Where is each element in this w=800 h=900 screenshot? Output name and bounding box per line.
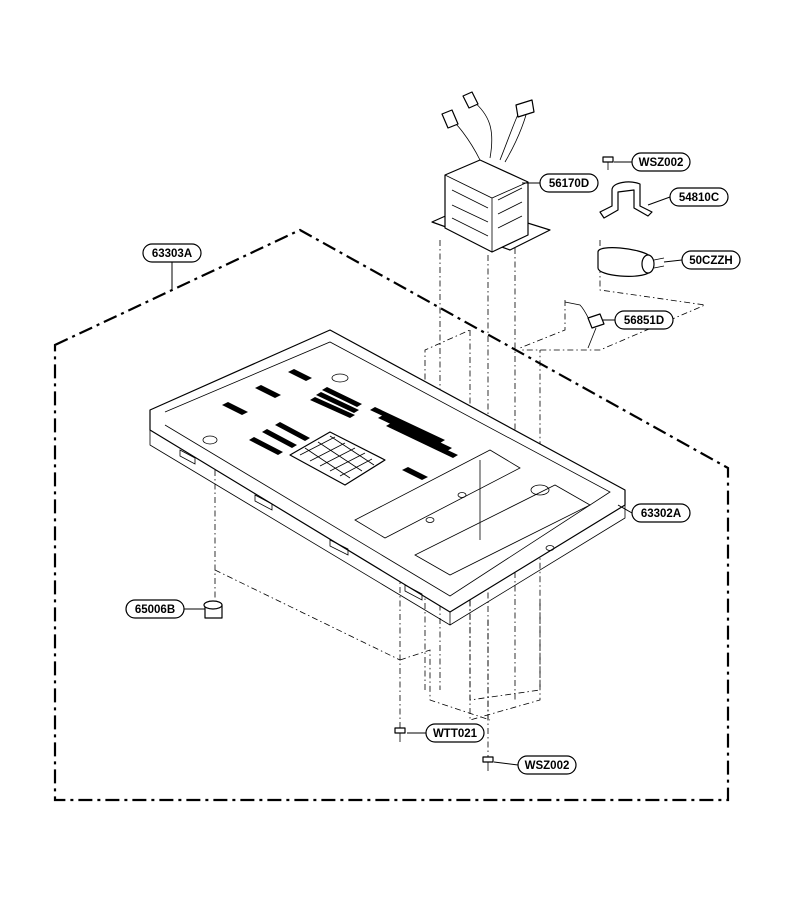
screw-bottom: [482, 756, 494, 771]
transformer: [431, 91, 551, 253]
label-56851d: 56851D: [614, 310, 674, 330]
screw-wtt: [394, 727, 406, 742]
svg-text:63303A: 63303A: [152, 248, 192, 260]
svg-text:54810C: 54810C: [679, 192, 719, 204]
base-plate: [149, 329, 626, 626]
screw-top: [602, 156, 614, 170]
svg-text:65006B: 65006B: [135, 604, 175, 616]
svg-text:50CZZH: 50CZZH: [689, 255, 732, 267]
svg-text:56851D: 56851D: [624, 315, 664, 327]
svg-text:WSZ002: WSZ002: [639, 157, 684, 169]
leader-lines: [171, 161, 683, 766]
label-63302a: 63302A: [631, 503, 691, 523]
svg-text:56170D: 56170D: [549, 178, 589, 190]
capacitor: [597, 247, 665, 277]
grille-dots: [299, 435, 375, 479]
svg-text:63302A: 63302A: [641, 508, 681, 520]
diode: [564, 301, 605, 349]
svg-text:WTT021: WTT021: [433, 728, 478, 740]
vent-slots: [222, 369, 458, 480]
label-65006b: 65006B: [125, 599, 185, 619]
label-wsz002-bottom: WSZ002: [517, 755, 577, 775]
assembly-boundary: [53, 228, 730, 802]
label-wtt021: WTT021: [425, 723, 485, 743]
label-56170d: 56170D: [539, 173, 599, 193]
capacitor-bracket: [599, 181, 653, 219]
label-wsz002-top: WSZ002: [631, 152, 691, 172]
label-63303a: 63303A: [142, 243, 202, 263]
label-50czzh: 50CZZH: [681, 250, 741, 270]
label-54810c: 54810C: [669, 187, 729, 207]
foot: [203, 600, 223, 619]
svg-text:WSZ002: WSZ002: [525, 760, 570, 772]
